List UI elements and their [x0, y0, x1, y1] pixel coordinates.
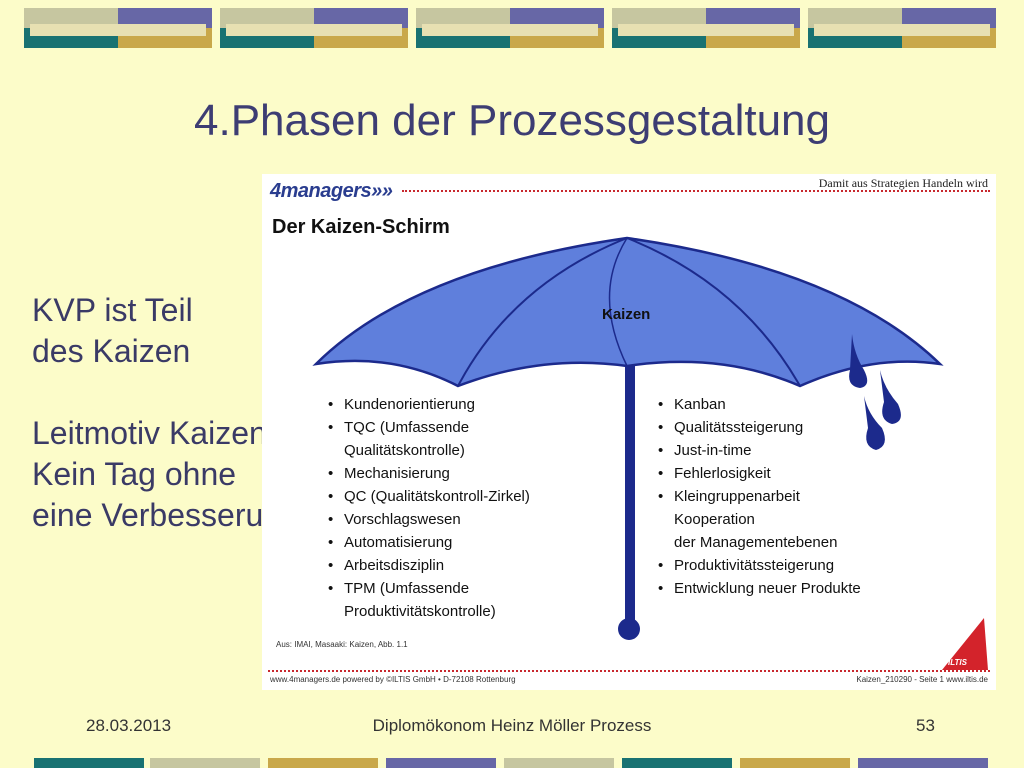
list-item: Automatisierung — [328, 531, 530, 554]
left-text-block: KVP ist Teil des Kaizen Leitmotiv Kaizen… — [32, 290, 299, 536]
header-divider — [402, 190, 990, 192]
list-item: Qualitätssteigerung — [658, 416, 861, 439]
raindrop-icon — [864, 396, 885, 450]
4managers-logo: 4managers»» — [270, 180, 393, 202]
list-item: der Managementebenen — [674, 534, 838, 551]
left-bullet-list: KundenorientierungTQC (UmfassendeQualitä… — [328, 393, 530, 623]
decoration-block — [808, 8, 996, 48]
list-item: Mechanisierung — [328, 462, 530, 485]
left-text-line: Kein Tag ohne — [32, 456, 237, 492]
list-item: Kundenorientierung — [328, 393, 530, 416]
decoration-block — [24, 8, 212, 48]
list-item: Entwicklung neuer Produkte — [658, 577, 861, 600]
list-item: Arbeitsdisziplin — [328, 554, 530, 577]
kaizen-umbrella-figure: 4managers»» Damit aus Strategien Handeln… — [262, 174, 996, 690]
left-text-line: Leitmotiv Kaizen: — [32, 415, 276, 451]
decoration-block — [220, 8, 408, 48]
iltis-logo: ILTIS — [940, 614, 990, 670]
footer-author: Diplomökonom Heinz Möller Prozess — [372, 716, 652, 735]
figure-footer-left: www.4managers.de powered by ©ILTIS GmbH … — [270, 675, 516, 684]
list-item: TQC (Umfassende — [328, 416, 530, 439]
umbrella-shaft-icon — [625, 366, 635, 624]
list-item: TPM (Umfassende — [328, 577, 530, 600]
slide-title: 4.Phasen der Prozessgestaltung — [194, 96, 830, 145]
left-text-line: eine Verbesserung — [32, 497, 299, 533]
umbrella-handle-icon — [618, 618, 640, 640]
umbrella-illustration — [312, 236, 944, 640]
left-text-line: KVP ist Teil — [32, 292, 193, 328]
bottom-decoration-banner — [0, 758, 1024, 768]
figure-footer-right: Kaizen_210290 - Seite 1 www.iltis.de — [856, 675, 988, 684]
footer-page-number: 53 — [916, 716, 935, 735]
raindrop-icon — [849, 334, 868, 388]
list-item: Kooperation — [674, 511, 755, 528]
umbrella-label: Kaizen — [602, 306, 651, 323]
list-item: Produktivitätssteigerung — [658, 554, 861, 577]
figure-tagline: Damit aus Strategien Handeln wird — [818, 176, 988, 190]
list-item: Vorschlagswesen — [328, 508, 530, 531]
list-item: Kanban — [658, 393, 861, 416]
decoration-block — [416, 8, 604, 48]
figure-heading: Der Kaizen-Schirm — [272, 216, 450, 238]
left-text-spacer — [32, 372, 299, 413]
left-text-line: des Kaizen — [32, 333, 191, 369]
raindrop-icon — [880, 370, 901, 424]
figure-source: Aus: IMAI, Masaaki: Kaizen, Abb. 1.1 — [276, 640, 408, 649]
list-item: Fehlerlosigkeit — [658, 462, 861, 485]
right-bullet-list: KanbanQualitätssteigerungJust-in-timeFeh… — [658, 393, 861, 600]
list-item: Kleingruppenarbeit — [658, 485, 861, 508]
umbrella-canopy-icon — [312, 236, 944, 388]
footer-date: 28.03.2013 — [86, 716, 172, 735]
top-decoration-banner — [24, 8, 1000, 48]
list-item: Qualitätskontrolle) — [344, 442, 465, 459]
list-item: Just-in-time — [658, 439, 861, 462]
iltis-logo-text: ILTIS — [948, 658, 967, 667]
list-item: QC (Qualitätskontroll-Zirkel) — [328, 485, 530, 508]
decoration-block — [612, 8, 800, 48]
footer-divider — [268, 670, 990, 672]
list-item: Produktivitätskontrolle) — [344, 603, 496, 620]
